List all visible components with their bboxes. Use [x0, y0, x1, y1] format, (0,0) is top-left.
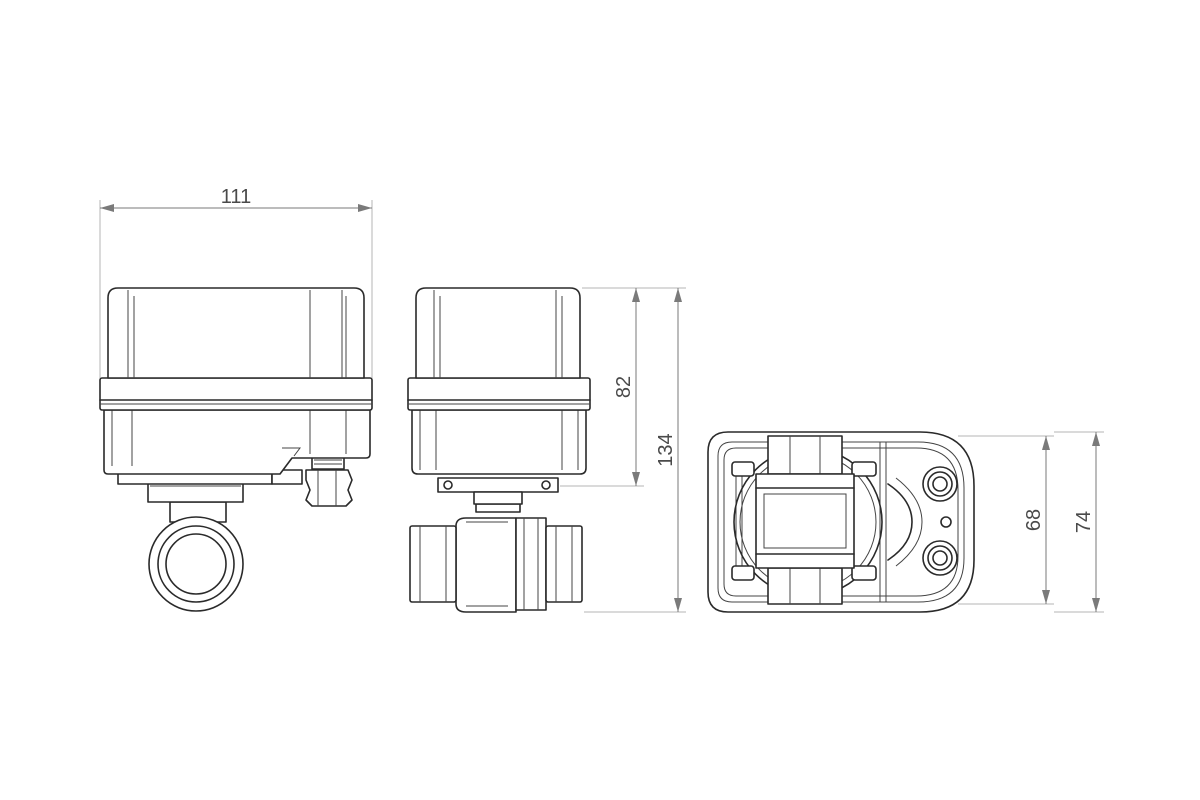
front-view-cable-gland: [305, 454, 353, 507]
dim-head-height-label: 82: [613, 376, 635, 398]
side-view: [407, 287, 591, 613]
side-view-plate: [437, 477, 559, 505]
side-view-lower-housing: [411, 409, 587, 475]
front-view-lower-housing: [103, 409, 371, 475]
dim-total-height: 134: [584, 287, 686, 613]
dim-inner-width-label: 68: [1023, 509, 1045, 531]
bottom-view: [707, 431, 975, 613]
front-view: [99, 287, 373, 612]
bottom-view-pipe: [755, 435, 855, 605]
dim-inner-width: 68: [958, 435, 1054, 605]
front-view-pipe: [148, 501, 244, 612]
bottom-view-slots: [731, 461, 877, 581]
bottom-view-ports: [922, 466, 958, 576]
dim-head-height: 82: [560, 287, 644, 487]
dim-outer-width-label: 74: [1073, 511, 1095, 533]
side-view-band: [407, 377, 591, 411]
dim-width-label: 111: [221, 186, 251, 208]
dim-total-height-label: 134: [655, 433, 677, 466]
side-view-cover: [415, 287, 581, 379]
dim-width: 111: [99, 186, 373, 378]
front-view-cover: [107, 287, 365, 379]
dim-outer-width: 74: [1054, 431, 1104, 613]
front-view-band: [99, 377, 373, 411]
front-view-bracket: [117, 469, 303, 503]
side-view-valve-body: [409, 503, 583, 613]
